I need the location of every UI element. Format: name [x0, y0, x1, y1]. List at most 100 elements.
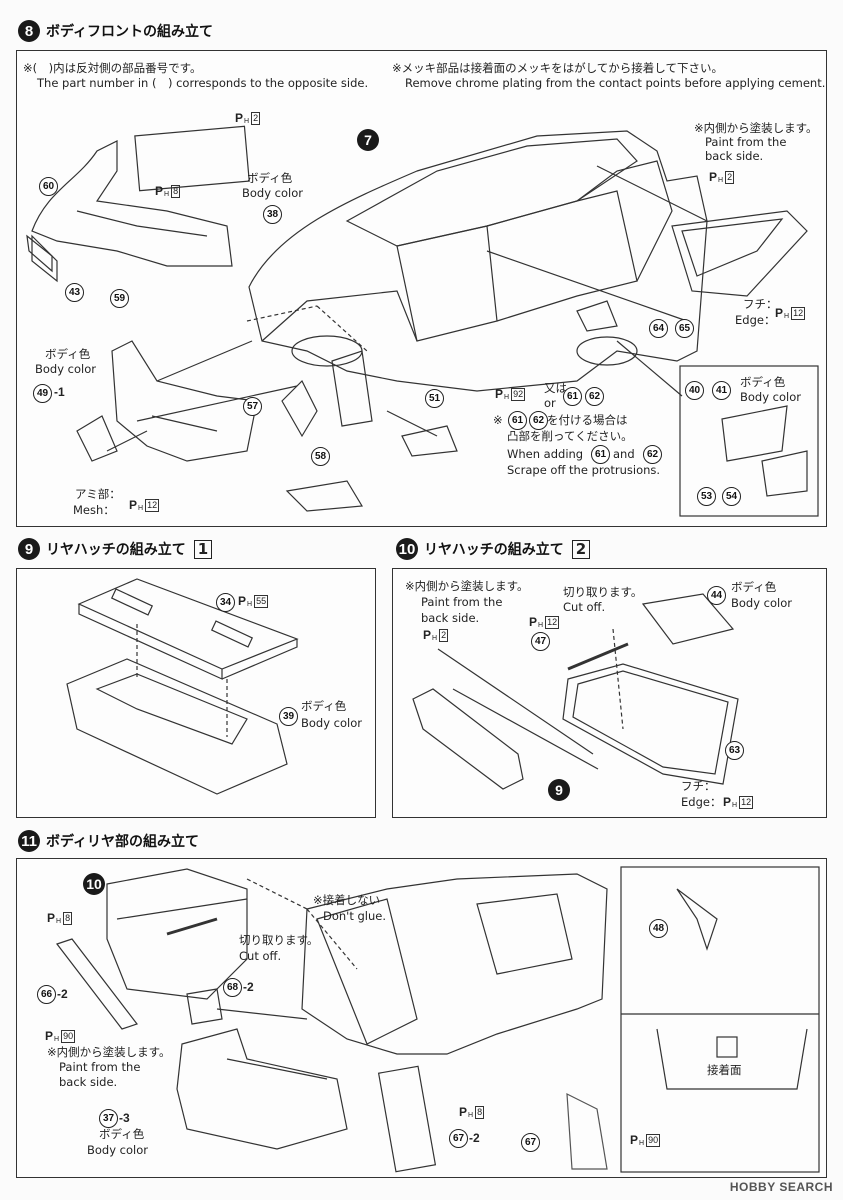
part-48: 48 — [649, 919, 668, 938]
part-67-suffix: -2 — [469, 1131, 480, 1145]
body-color-jp: ボディ色 — [99, 1127, 145, 1141]
step-11-diagram — [56, 866, 820, 1173]
part-61: 61 — [563, 387, 582, 406]
part-7: 7 — [357, 129, 379, 151]
edge-label-jp: フチ： — [681, 779, 716, 793]
part-68: 68 — [223, 978, 242, 997]
part-44: 44 — [707, 586, 726, 605]
section-title: ボディフロントの組み立て — [46, 24, 214, 40]
mesh-label-jp: アミ部： — [75, 487, 121, 501]
body-color-jp: ボディ色 — [301, 699, 347, 713]
paint-backside-note-en-2: back side. — [705, 149, 764, 163]
step-9-diagram — [66, 578, 299, 795]
watermark-logo: HOBBY SEARCH — [729, 1180, 833, 1194]
body-color-jp: ボディ色 — [247, 171, 293, 185]
front-bumper-drawing-lower — [76, 300, 618, 512]
paint-backside-note-en-1: Paint from the — [421, 595, 503, 609]
paint-backside-note-en-2: back side. — [59, 1075, 118, 1089]
adding-note-jp-2: を付ける場合は — [547, 413, 628, 427]
body-color-en: Body color — [301, 716, 363, 730]
step-number: 10 — [396, 538, 418, 560]
section-10-header: 10 リヤハッチの組み立て 2 — [396, 538, 591, 560]
mesh-label-en: Mesh： — [73, 503, 115, 517]
body-color-jp: ボディ色 — [740, 375, 786, 389]
cut-off-en: Cut off. — [563, 600, 606, 614]
part-62-note: 62 — [529, 411, 548, 430]
adding-note-en-3: Scrape off the protrusions. — [507, 463, 661, 477]
part-66-suffix: -2 — [57, 987, 68, 1001]
cut-off-jp: 切り取ります。 — [239, 933, 319, 947]
edge-label-en: Edge： — [681, 795, 722, 809]
step-number: 11 — [18, 830, 40, 852]
part-41: 41 — [712, 381, 731, 400]
chrome-note-en: Remove chrome plating from the contact p… — [405, 76, 826, 90]
part-38: 38 — [263, 205, 282, 224]
section-title: リヤハッチの組み立て — [424, 542, 564, 558]
paint-backside-note-jp: ※内側から塗装します。 — [47, 1045, 171, 1059]
glue-face-label: 接着面 — [707, 1063, 742, 1077]
window-pieces — [671, 210, 808, 497]
step-number: 9 — [18, 538, 40, 560]
body-color-jp: ボディ色 — [45, 347, 91, 361]
part-68-suffix: -2 — [243, 980, 254, 994]
section-ref-box: 1 — [193, 539, 213, 559]
part-67: 67 — [449, 1129, 468, 1148]
or-jp: 又は — [544, 381, 567, 395]
part-62-note-en: 62 — [643, 445, 662, 464]
no-glue-jp: ※接着しない — [313, 893, 381, 907]
paint-backside-note-jp: ※内側から塗装します。 — [694, 121, 818, 135]
adding-note-en-1: When adding — [507, 447, 584, 461]
mirror-inset-box — [679, 365, 819, 517]
car-body-drawing — [248, 130, 708, 392]
opposite-note-en: The part number in ( ) corresponds to th… — [37, 76, 369, 90]
part-63: 63 — [725, 741, 744, 760]
part-37-suffix: -3 — [119, 1111, 130, 1125]
edge-label-jp: フチ： — [743, 297, 778, 311]
front-bumper-drawing-top — [31, 125, 250, 267]
part-61-note: 61 — [508, 411, 527, 430]
adding-note-jp-3: 凸部を削ってください。 — [507, 429, 633, 443]
body-color-en: Body color — [731, 596, 793, 610]
part-62: 62 — [585, 387, 604, 406]
part-47: 47 — [531, 632, 550, 651]
cut-off-en: Cut off. — [239, 949, 282, 963]
chrome-note-jp: ※メッキ部品は接着面のメッキをはがしてから接着して下さい。 — [392, 61, 723, 75]
part-49: 49 — [33, 384, 52, 403]
part-34: 34 — [216, 593, 235, 612]
body-color-jp: ボディ色 — [731, 580, 777, 594]
part-60: 60 — [39, 177, 58, 196]
body-color-en: Body color — [87, 1143, 149, 1157]
part-9: 9 — [548, 779, 570, 801]
part-10: 10 — [83, 873, 105, 895]
no-glue-en: Don't glue. — [323, 909, 387, 923]
body-color-en: Body color — [35, 362, 97, 376]
opposite-note-jp: ※( )内は反対側の部品番号です。 — [23, 61, 202, 75]
part-59: 59 — [110, 289, 129, 308]
adding-note-jp-1: ※ — [493, 413, 503, 427]
paint-backside-note-en-1: Paint from the — [705, 135, 787, 149]
paint-backside-note-jp: ※内側から塗装します。 — [405, 579, 529, 593]
step-8-diagram — [26, 125, 819, 517]
part-57: 57 — [243, 397, 262, 416]
body-color-en: Body color — [740, 390, 802, 404]
part-61-note-en: 61 — [591, 445, 610, 464]
step-10-diagram — [412, 593, 739, 790]
part-58: 58 — [311, 447, 330, 466]
step-8-panel: ※( )内は反対側の部品番号です。 The part number in ( )… — [16, 50, 827, 527]
paint-backside-note-en-1: Paint from the — [59, 1060, 141, 1074]
body-color-en: Body color — [242, 186, 304, 200]
or-en: or — [544, 396, 556, 410]
